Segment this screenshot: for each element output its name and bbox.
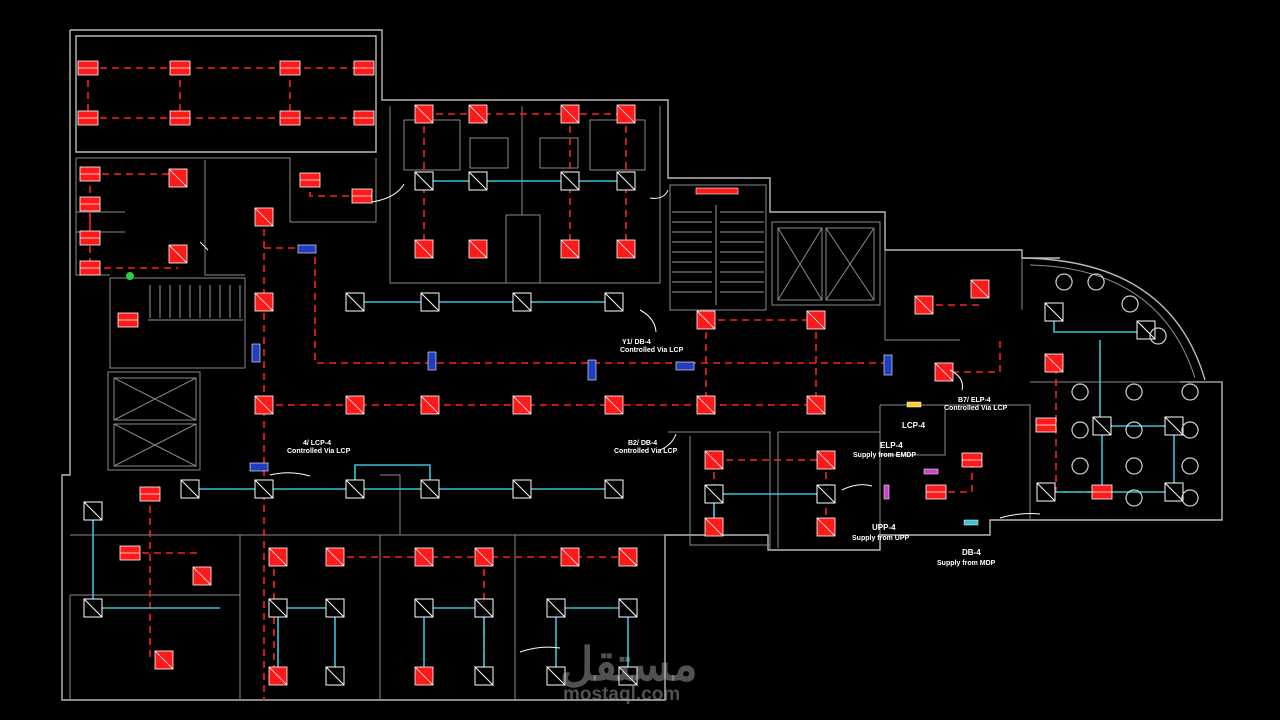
switch-markers xyxy=(126,187,979,526)
label-elp4-sub: Supply from EMDP xyxy=(853,452,916,459)
label-b2: B2/ DB-4 xyxy=(628,440,657,447)
leader-arrows xyxy=(199,183,1041,653)
watermark-arabic: مستقل xyxy=(560,638,698,690)
building-walls xyxy=(61,29,1223,701)
label-lcp4a-sub: Controlled Via LCP xyxy=(287,448,351,455)
emergency-circuit-runs xyxy=(87,67,1102,700)
label-y1: Y1/ DB-4 xyxy=(622,339,651,346)
label-b2-sub: Controlled Via LCP xyxy=(614,448,678,455)
stair-left xyxy=(148,285,243,321)
label-db4-sub: Supply from MDP xyxy=(937,560,996,567)
label-lcp4: LCP-4 xyxy=(902,421,926,430)
panel-labels: Y1/ DB-4 Controlled Via LCP 4/ LCP-4 Con… xyxy=(287,339,1008,567)
watermark: مستقل mostaql.com xyxy=(560,638,698,705)
furniture-chairs xyxy=(1055,273,1199,507)
watermark-latin: mostaql.com xyxy=(563,684,680,705)
label-b7: B7/ ELP-4 xyxy=(958,397,991,404)
label-lcp4a: 4/ LCP-4 xyxy=(303,440,331,447)
label-elp4: ELP-4 xyxy=(880,441,903,450)
label-b7-sub: Controlled Via LCP xyxy=(944,405,1008,412)
stair-center xyxy=(672,205,764,305)
label-db4: DB-4 xyxy=(962,548,981,557)
label-upp4: UPP-4 xyxy=(872,523,896,532)
label-y1-sub: Controlled Via LCP xyxy=(620,347,684,354)
label-upp4-sub: Supply from UPP xyxy=(852,535,910,542)
